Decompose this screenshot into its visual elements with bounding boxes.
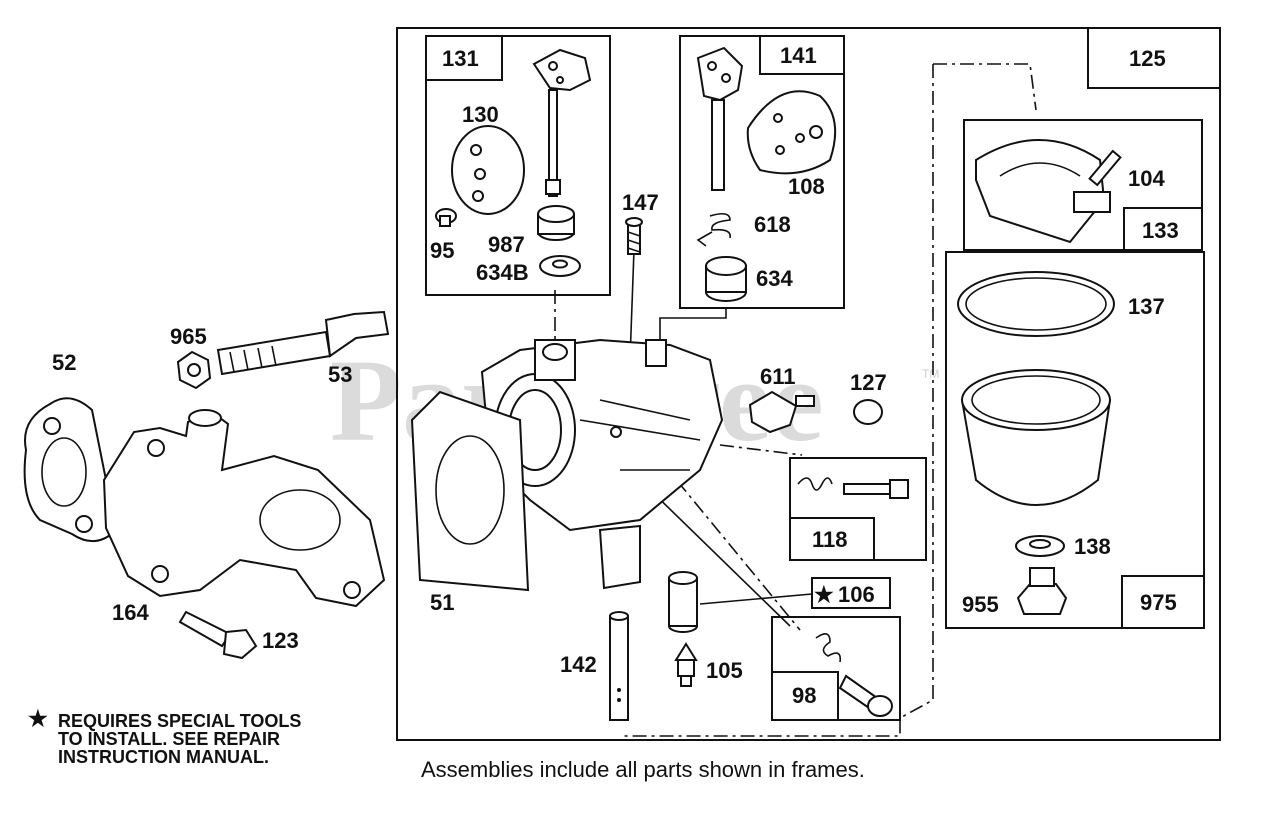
part-634-bushing	[705, 256, 747, 302]
label-618: 618	[754, 212, 791, 237]
frame-141: 141	[679, 35, 845, 309]
frame-label-975: 975	[1140, 590, 1177, 615]
part-108-plate	[746, 90, 837, 175]
part-965-nut	[176, 350, 212, 390]
part-611-elbow	[748, 390, 815, 434]
frame-106: ★ 106	[811, 577, 891, 609]
label-147: 147	[622, 190, 659, 215]
frame-125: 125	[1087, 27, 1221, 89]
part-618-spring	[696, 212, 731, 247]
label-123: 123	[262, 628, 299, 653]
frame-label-125: 125	[1129, 46, 1166, 71]
watermark-tm: TM	[922, 367, 939, 381]
label-53: 53	[328, 362, 352, 387]
frame-label-133: 133	[1142, 218, 1179, 243]
frame-131: 131	[425, 35, 611, 296]
part-53-stud	[216, 310, 390, 376]
leader-98-line	[639, 479, 791, 627]
part-95-screw	[435, 208, 457, 227]
part-105-needle	[674, 642, 698, 687]
assemblies-caption: Assemblies include all parts shown in fr…	[421, 757, 865, 782]
label-108: 108	[788, 174, 825, 199]
label-127: 127	[850, 370, 887, 395]
part-104-pin	[1088, 149, 1122, 187]
label-987: 987	[488, 232, 525, 257]
part-975-bowl	[960, 369, 1112, 506]
frame-975: 975	[945, 251, 1205, 629]
leader-106	[699, 593, 813, 605]
leader-634	[659, 308, 727, 345]
part-118-needle	[797, 477, 909, 499]
part-106-seat	[668, 571, 698, 633]
part-98-idle-screw	[815, 633, 893, 717]
part-955-bolt	[1016, 567, 1068, 615]
part-137-gasket	[957, 271, 1115, 337]
part-51-gasket	[410, 390, 530, 592]
label-130: 130	[462, 102, 499, 127]
label-955: 955	[962, 592, 999, 617]
label-137: 137	[1128, 294, 1165, 319]
part-142-tube	[609, 611, 629, 721]
part-138-washer	[1015, 535, 1065, 557]
frame-118: 118	[789, 457, 927, 561]
reference-line-right	[620, 63, 1037, 737]
frame-label-98: 98	[792, 683, 816, 708]
part-987-seal	[537, 205, 575, 241]
label-105: 105	[706, 658, 743, 683]
reference-line-98	[659, 459, 801, 631]
part-carburetor-body	[480, 338, 724, 590]
part-52-gasket	[23, 397, 118, 542]
part-164-intake	[102, 409, 386, 608]
label-138: 138	[1074, 534, 1111, 559]
frame-133: 133	[963, 119, 1203, 251]
frame-label-131: 131	[442, 46, 479, 71]
label-634: 634	[756, 266, 793, 291]
part-634b-washer	[539, 255, 581, 277]
label-164: 164	[112, 600, 149, 625]
label-611: 611	[760, 364, 796, 389]
frame-label-141: 141	[780, 43, 817, 68]
frame-label-118: 118	[812, 527, 848, 552]
star-106: ★	[814, 582, 834, 607]
part-130-plate	[451, 125, 525, 215]
part-127-plug	[853, 399, 883, 425]
label-634b: 634B	[476, 260, 529, 285]
special-tools-note: ★ REQUIRES SPECIAL TOOLS TO INSTALL. SEE…	[28, 706, 388, 767]
frame-label-106: 106	[838, 582, 875, 607]
main-frame	[396, 27, 1221, 741]
note-line-3: INSTRUCTION MANUAL.	[58, 747, 269, 767]
reference-line-118	[719, 444, 803, 456]
part-133-float	[975, 139, 1111, 244]
part-123-screw	[178, 610, 258, 660]
part-131-shaft	[532, 48, 592, 197]
label-104: 104	[1128, 166, 1165, 191]
label-95: 95	[430, 238, 454, 263]
part-147-screw	[625, 217, 643, 255]
label-142: 142	[560, 652, 597, 677]
label-52: 52	[52, 350, 76, 375]
frame-98: 98	[771, 616, 901, 721]
label-965: 965	[170, 324, 207, 349]
note-line-2: TO INSTALL. SEE REPAIR	[58, 729, 281, 749]
part-141-shaft	[696, 46, 744, 191]
label-51: 51	[430, 590, 454, 615]
star-icon: ★	[28, 706, 48, 731]
note-line-1: REQUIRES SPECIAL TOOLS	[58, 711, 302, 731]
